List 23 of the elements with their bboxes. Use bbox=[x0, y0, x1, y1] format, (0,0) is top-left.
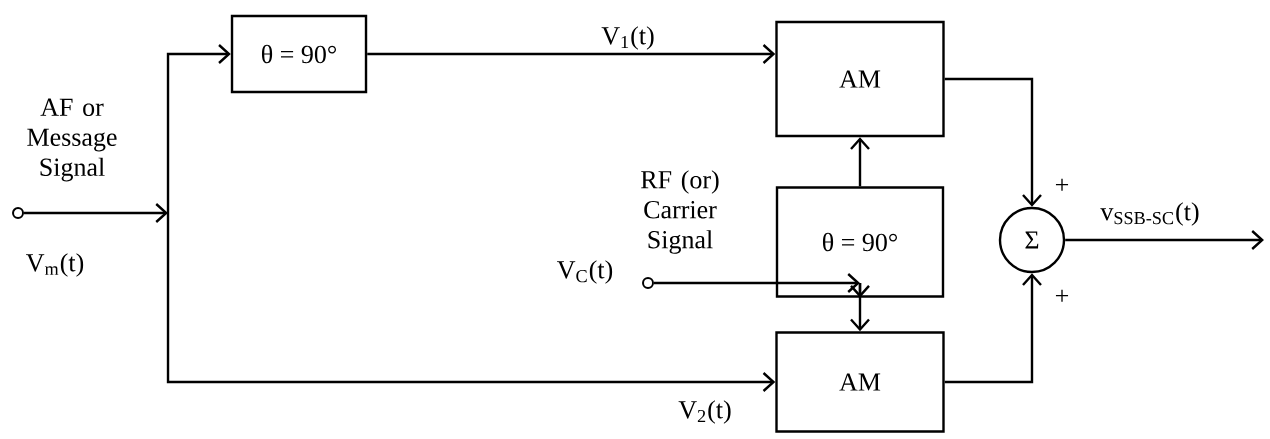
arrow bbox=[166, 213, 776, 392]
arrow bbox=[850, 137, 870, 187]
arrow bbox=[850, 283, 870, 332]
block-box: θ = 90° bbox=[230, 14, 368, 94]
signal-label: V$_{m}$(t) bbox=[26, 253, 84, 277]
signal-label: V$_{C}$(t) bbox=[557, 260, 613, 284]
block-box: AM bbox=[775, 331, 945, 433]
arrow bbox=[24, 203, 168, 223]
edge-label: V$_{1}$(t) bbox=[599, 24, 657, 52]
block-box: θ = 90° bbox=[775, 186, 945, 298]
edge-label: v$_{SSB-SC}$(t) bbox=[1098, 200, 1202, 228]
signal-label: AF or Message Signal bbox=[27, 98, 117, 182]
arrow bbox=[944, 273, 1042, 384]
edge-label: V$_{2}$(t) bbox=[676, 398, 734, 426]
sign-label: + bbox=[1055, 178, 1069, 191]
arrow bbox=[1065, 230, 1264, 250]
arrow bbox=[367, 44, 776, 64]
signal-label: RF (or) Carrier Signal bbox=[641, 170, 719, 254]
sign-label: + bbox=[1055, 289, 1069, 302]
arrow bbox=[654, 273, 860, 293]
arrow bbox=[944, 77, 1042, 207]
arrow bbox=[166, 44, 231, 213]
block-box: AM bbox=[775, 20, 945, 138]
